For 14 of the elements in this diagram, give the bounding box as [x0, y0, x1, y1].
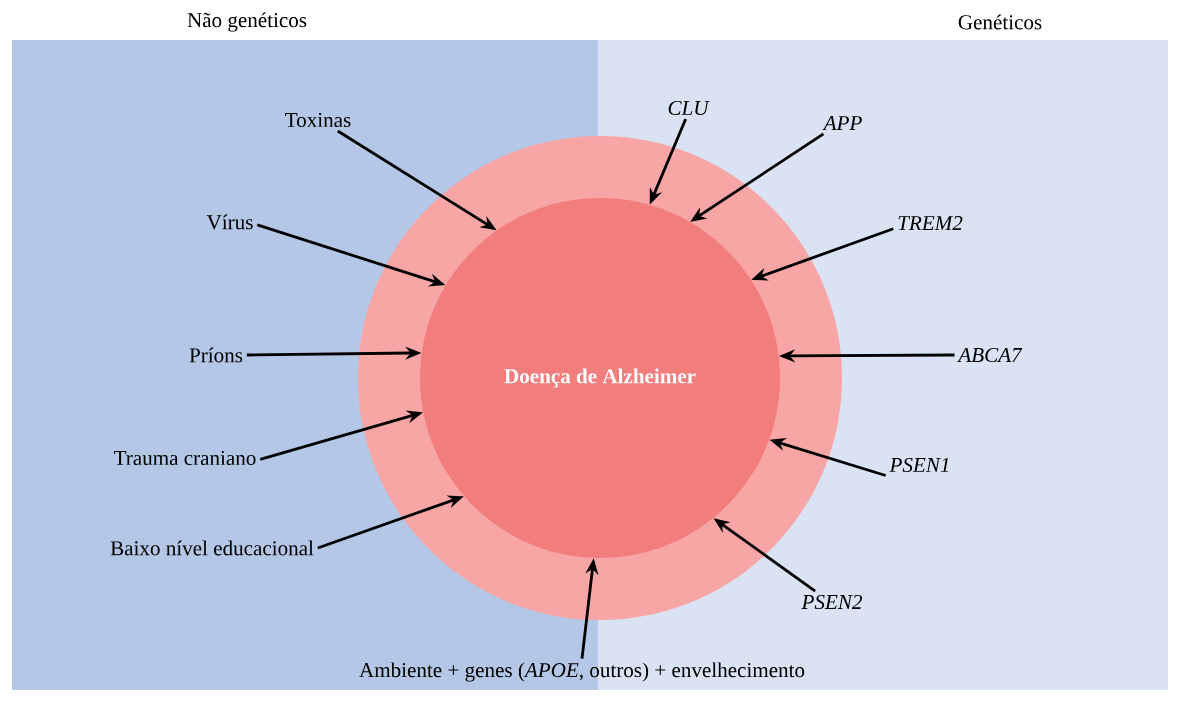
- factor-label: PSEN2: [801, 594, 862, 610]
- factor-label: CLU: [668, 100, 710, 116]
- factor-label: Vírus: [206, 214, 253, 230]
- node-label: Não genéticos: [187, 12, 307, 32]
- factor-label: ABCA7: [957, 347, 1023, 363]
- node-label: Genéticos: [958, 14, 1042, 30]
- factor-label: Trauma craniano: [114, 450, 256, 466]
- factor-label: TREM2: [898, 216, 963, 230]
- factor-label: PSEN1: [889, 457, 949, 473]
- factor-label: Baixo nível educacional: [110, 540, 314, 556]
- factor-label: APP: [822, 116, 862, 130]
- factor-label: Ambiente + genes (APOE, outros) + envelhecimento: [359, 662, 805, 682]
- factor-label: Toxinas: [285, 112, 351, 128]
- factor-label: Príons: [189, 347, 243, 363]
